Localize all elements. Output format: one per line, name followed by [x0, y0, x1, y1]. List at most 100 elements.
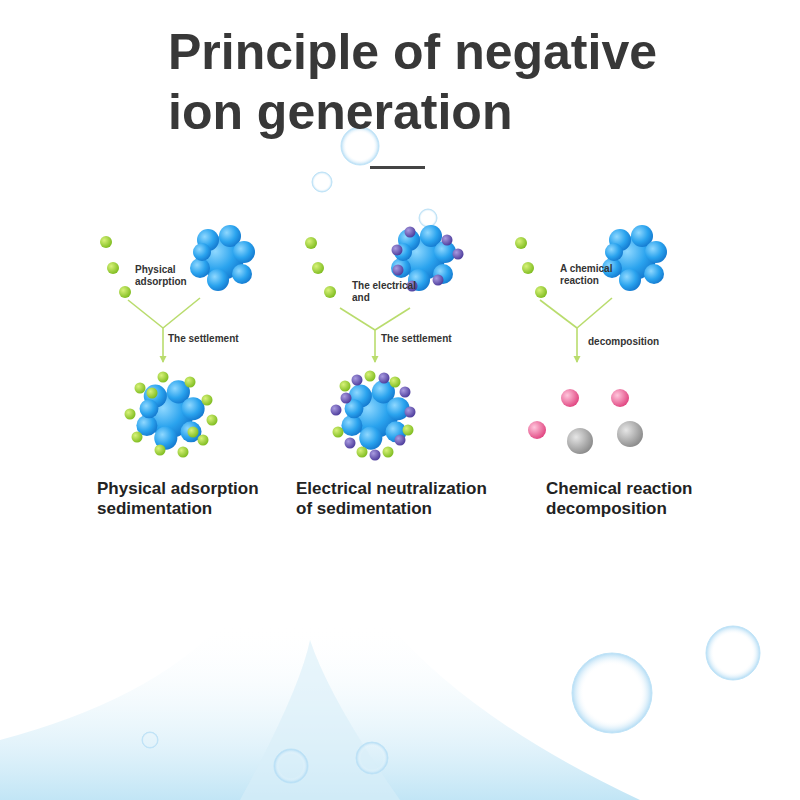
bubble [312, 172, 332, 192]
step-label: Physical adsorption [135, 264, 197, 288]
molecules [100, 225, 667, 461]
negative-ion [188, 427, 199, 438]
decomposed-molecule [528, 421, 546, 439]
background-glow [240, 640, 400, 800]
charged-particle [395, 435, 406, 446]
cluster-part [359, 427, 382, 450]
cluster-part [140, 399, 159, 418]
arrow-head [372, 356, 379, 363]
caption: Chemical reaction decomposition [546, 479, 721, 519]
bubble [572, 653, 652, 733]
charged-particle [453, 249, 464, 260]
negative-ion [202, 395, 213, 406]
cluster-part [644, 264, 664, 284]
negative-ion [185, 377, 196, 388]
cluster-part [605, 243, 623, 261]
negative-ion [178, 447, 189, 458]
cluster-part [391, 258, 411, 278]
step-label: The settlement [381, 333, 471, 345]
charged-particle [370, 450, 381, 461]
negative-ion-group [333, 371, 414, 458]
negative-ion [207, 415, 218, 426]
bubble [706, 626, 760, 680]
bubble [142, 732, 158, 748]
cluster-part [645, 241, 667, 263]
negative-ion [340, 381, 351, 392]
negative-ion [357, 447, 368, 458]
step-label: The electrical and [352, 280, 426, 304]
negative-ion [100, 236, 112, 248]
pollutant-cluster [341, 380, 409, 449]
arrow-line [540, 300, 577, 328]
caption: Electrical neutralization of sedimentati… [296, 479, 501, 519]
negative-ion [403, 425, 414, 436]
negative-ion [365, 371, 376, 382]
bubble [274, 749, 308, 783]
charged-particle [341, 393, 352, 404]
cluster-part [619, 269, 641, 291]
charged-particle-group [331, 373, 416, 461]
bubble [356, 742, 388, 774]
negative-ion [515, 237, 527, 249]
decomposed-molecule [617, 421, 643, 447]
arrow-head [160, 356, 167, 363]
negative-ion [390, 377, 401, 388]
negative-ion [107, 262, 119, 274]
negative-ion [147, 388, 158, 399]
negative-ion [125, 409, 136, 420]
process-arrow [128, 298, 200, 362]
decomposed-molecule [567, 428, 593, 454]
process-arrow [540, 298, 612, 362]
decomposed-molecule [561, 389, 579, 407]
cluster-part [341, 415, 362, 436]
cluster-part [232, 264, 252, 284]
negative-ion-group [125, 372, 218, 458]
step-label: The settlement [168, 333, 258, 345]
charged-particle [392, 245, 403, 256]
cluster-part [193, 243, 211, 261]
title-underline [370, 166, 425, 169]
pollutant-cluster [136, 380, 204, 449]
charged-particle [345, 438, 356, 449]
background-glow [0, 625, 640, 800]
negative-ion [305, 237, 317, 249]
negative-ion [312, 262, 324, 274]
negative-ion [333, 427, 344, 438]
decomposed-molecule-group [567, 421, 643, 454]
negative-ion [535, 286, 547, 298]
cluster-part [182, 397, 205, 420]
charged-particle [405, 227, 416, 238]
charged-particle [393, 265, 404, 276]
step-label: A chemical reaction [560, 263, 622, 287]
bubbles [142, 127, 760, 783]
negative-ion-group [515, 237, 547, 298]
negative-ion [132, 432, 143, 443]
negative-ion [119, 286, 131, 298]
cluster-part [207, 269, 229, 291]
step-label: decomposition [588, 336, 678, 348]
negative-ion [324, 286, 336, 298]
cluster-part [190, 258, 210, 278]
negative-ion-group [100, 236, 131, 298]
charged-particle [352, 375, 363, 386]
charged-particle [400, 387, 411, 398]
negative-ion-group [305, 237, 336, 298]
charged-particle [442, 235, 453, 246]
arrow-line [577, 298, 612, 328]
process-arrows [128, 298, 612, 363]
charged-particle [331, 405, 342, 416]
charged-particle [405, 407, 416, 418]
arrow-line [340, 308, 375, 330]
arrow-line [163, 298, 200, 328]
negative-ion [155, 445, 166, 456]
pollutant-cluster [602, 225, 667, 291]
negative-ion [158, 372, 169, 383]
arrow-head [574, 356, 581, 363]
negative-ion [383, 447, 394, 458]
caption: Physical adsorption sedimentation [97, 479, 275, 519]
charged-particle [379, 373, 390, 384]
decomposed-molecule [611, 389, 629, 407]
bubble [419, 209, 437, 227]
title: Principle of negative ion generation [168, 22, 708, 142]
negative-ion [522, 262, 534, 274]
